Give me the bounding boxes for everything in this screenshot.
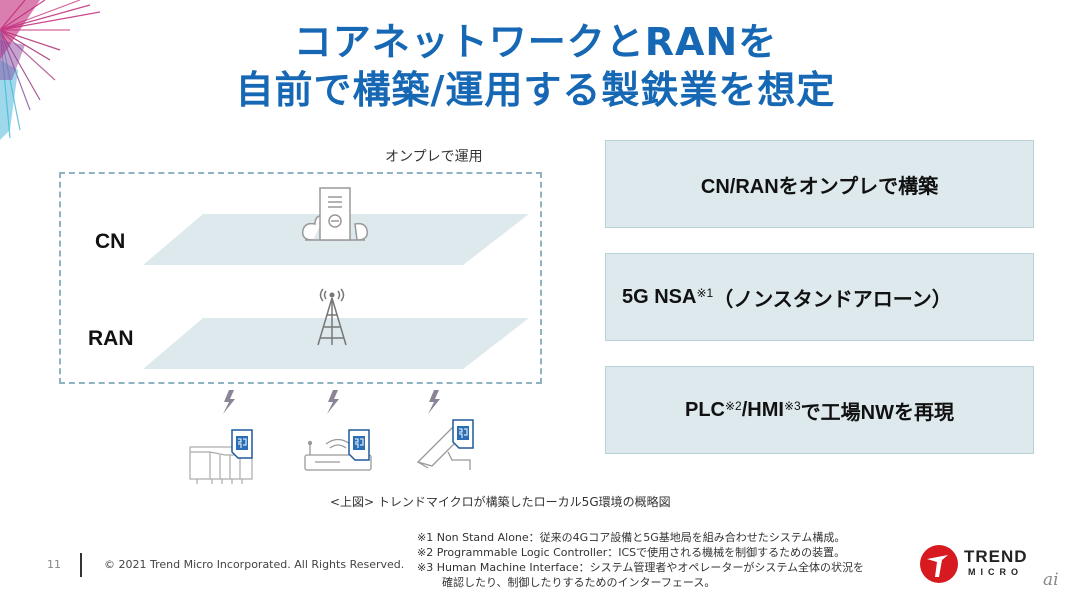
lightning-icon [223, 390, 235, 414]
feature-box-onprem: CN/RANをオンプレで構築 [605, 140, 1034, 228]
footnote-3-continued: 確認したり、制御したりするためのインターフェース。 [442, 576, 716, 589]
slide-title: コアネットワークとRANを 自前で構築/運用する製鉄業を想定 [0, 18, 1071, 114]
watermark-ai: ai [1043, 570, 1059, 590]
footnote-ref: ※1 [696, 286, 714, 300]
layer-label-ran: RAN [88, 327, 134, 350]
lightning-icon [428, 390, 440, 414]
lightning-icon [327, 390, 339, 414]
page-number: 11 [47, 558, 61, 571]
trend-micro-logo: TREND MICRO [918, 543, 1038, 585]
copyright-notice: © 2021 Trend Micro Incorporated. All Rig… [104, 558, 405, 571]
cloud-server-icon [301, 187, 369, 241]
feature-text: 5G NSA [622, 285, 697, 308]
sim-card-icon [452, 419, 474, 449]
slide-title-line-2: 自前で構築/運用する製鉄業を想定 [235, 68, 836, 112]
feature-text: /HMI [741, 398, 784, 421]
router-device-icon [304, 438, 372, 471]
ran-layer-plane [143, 318, 529, 369]
feature-box-5g-nsa: 5G NSA※1（ノンスタンドアローン） [605, 253, 1034, 341]
footnotes: ※1 Non Stand Alone：従来の4Gコア設備と5G基地局を組み合わせ… [417, 530, 864, 590]
sim-card-icon [231, 429, 253, 459]
logo-text-micro: MICRO [968, 567, 1023, 577]
diagram-caption: <上図> トレンドマイクロが構築したローカル5G環境の概略図 [330, 495, 671, 509]
slide-title-line-1: コアネットワークとRANを [293, 20, 778, 64]
footnote-ref: ※2 [724, 399, 742, 413]
feature-text: で工場NWを再現 [800, 401, 954, 424]
cell-tower-icon [317, 288, 347, 346]
feature-text: CN/RANをオンプレで構築 [700, 175, 939, 198]
layer-label-cn: CN [95, 230, 126, 253]
feature-text: （ノンスタンドアローン） [713, 288, 952, 311]
trend-micro-logo-icon [920, 545, 958, 583]
sim-card-icon [348, 429, 370, 461]
onprem-dashed-frame [59, 172, 542, 384]
footnote-1: ※1 Non Stand Alone：従来の4Gコア設備と5G基地局を組み合わせ… [417, 531, 846, 544]
footer-divider [80, 553, 82, 577]
footnote-3: ※3 Human Machine Interface：システム管理者やオペレータ… [417, 561, 865, 574]
footnote-ref: ※3 [783, 399, 801, 413]
decorative-burst-graphic [0, 0, 101, 140]
onprem-frame-label: オンプレで運用 [385, 149, 483, 165]
logo-text-trend: TREND [964, 547, 1028, 566]
footnote-2: ※2 Programmable Logic Controller：ICSで使用さ… [417, 546, 846, 559]
feature-text: PLC [684, 398, 725, 421]
